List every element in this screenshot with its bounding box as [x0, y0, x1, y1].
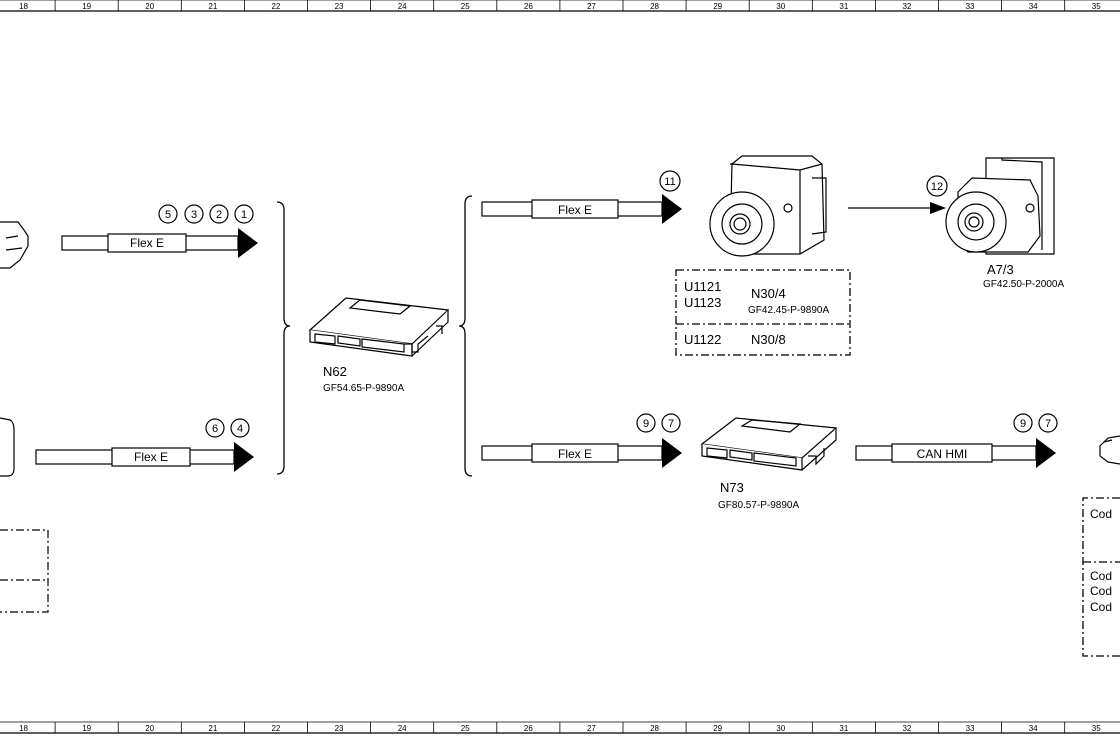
code-cod: Cod — [1090, 507, 1112, 521]
code-u1122: U1122 — [684, 332, 721, 347]
flex-e-arrow-upper-right: Flex E — [481, 194, 682, 224]
marker-2: 2 — [216, 209, 222, 221]
n62-control-unit — [308, 297, 450, 357]
marker-1: 1 — [241, 209, 247, 221]
flex-e-label: Flex E — [134, 450, 168, 464]
code-cod: Cod — [1090, 600, 1112, 614]
marker-group-can-hmi — [1013, 413, 1058, 433]
ruler-column-label: 35 — [1092, 2, 1101, 11]
flex-e-arrow-lower-right: Flex E — [481, 438, 682, 468]
connection-arrow-a7-3 — [848, 202, 946, 214]
ruler-column-label: 24 — [398, 724, 407, 733]
n30-4-component — [709, 155, 827, 257]
n73-control-unit — [700, 417, 838, 471]
marker-11: 11 — [664, 176, 675, 188]
ruler-column-label: 27 — [587, 2, 596, 11]
ruler-column-label: 34 — [1029, 2, 1038, 11]
ruler-column-label: 19 — [82, 724, 91, 733]
flex-e-label: Flex E — [558, 203, 592, 217]
ruler-column-label: 32 — [902, 724, 911, 733]
ruler-column-label: 31 — [839, 2, 848, 11]
ruler-column-label: 21 — [208, 724, 217, 733]
ruler-column-label: 27 — [587, 724, 596, 733]
n30-4-label: N30/4 — [751, 286, 786, 301]
marker-group-lower-right — [636, 413, 681, 433]
a7-3-doc-ref: GF42.50-P-2000A — [983, 279, 1064, 290]
ruler-column-label: 34 — [1029, 724, 1038, 733]
code-cod: Cod — [1090, 569, 1112, 583]
ruler-column-label: 22 — [271, 724, 280, 733]
ruler-column-label: 28 — [650, 724, 659, 733]
marker-7: 7 — [668, 418, 674, 430]
marker-12: 12 — [931, 181, 943, 193]
code-box-right — [1082, 497, 1120, 657]
n73-doc-ref: GF80.57-P-9890A — [718, 500, 799, 511]
marker-group-upper-left — [158, 204, 254, 224]
left-partial-brace — [0, 417, 15, 477]
left-partial-component — [0, 221, 29, 269]
ruler-column-label: 29 — [713, 2, 722, 11]
ruler-column-label: 19 — [82, 2, 91, 11]
ruler-column-label: 25 — [461, 2, 470, 11]
a7-3-component — [945, 157, 1055, 255]
ruler-column-label: 23 — [335, 724, 344, 733]
ruler-column-label: 26 — [524, 2, 533, 11]
ruler-column-label: 25 — [461, 724, 470, 733]
marker-3: 3 — [191, 209, 197, 221]
marker-group-lower-left — [205, 418, 250, 438]
flex-e-label: Flex E — [558, 447, 592, 461]
brace-left-group — [276, 201, 291, 475]
flex-e-label: Flex E — [130, 236, 164, 250]
n73-label: N73 — [720, 480, 744, 495]
ruler-column-label: 22 — [271, 2, 280, 11]
flex-e-arrow-lower: Flex E — [35, 442, 254, 472]
marker-4: 4 — [237, 423, 243, 435]
marker-9: 9 — [643, 418, 649, 430]
code-box-n30 — [675, 269, 851, 356]
ruler-column-label: 18 — [19, 724, 28, 733]
n30-8-label: N30/8 — [751, 332, 786, 347]
left-option-box — [0, 529, 49, 613]
ruler-column-label: 18 — [19, 2, 28, 11]
code-u1123: U1123 — [684, 295, 721, 310]
ruler-column-label: 23 — [335, 2, 344, 11]
marker-11-circle — [659, 170, 681, 192]
ruler-column-label: 20 — [145, 724, 154, 733]
can-hmi-arrow: CAN HMI — [855, 438, 1056, 468]
bottom-column-ruler: 18 19 20 21 22 23 24 25 26 27 28 29 30 31 32 33 34 35 — [0, 721, 1120, 734]
ruler-column-label: 33 — [966, 2, 975, 11]
brace-right-group — [458, 195, 473, 477]
ruler-column-label: 31 — [839, 724, 848, 733]
ruler-column-label: 26 — [524, 724, 533, 733]
n62-doc-ref: GF54.65-P-9890A — [323, 383, 404, 394]
marker-5: 5 — [165, 209, 171, 221]
can-hmi-label: CAN HMI — [917, 447, 968, 461]
marker-12-circle — [926, 175, 948, 197]
ruler-column-label: 30 — [776, 2, 785, 11]
ruler-column-label: 20 — [145, 2, 154, 11]
ruler-column-label: 21 — [208, 2, 217, 11]
top-column-ruler: 18 19 20 21 22 23 24 25 26 27 28 29 30 31 32 33 34 35 — [0, 0, 1120, 12]
code-u1121: U1121 — [684, 279, 721, 294]
code-cod: Cod — [1090, 584, 1112, 598]
flex-e-arrow-upper: Flex E — [61, 228, 258, 258]
right-partial-component — [1099, 435, 1120, 465]
ruler-column-label: 29 — [713, 724, 722, 733]
ruler-column-label: 24 — [398, 2, 407, 11]
marker-6: 6 — [212, 423, 218, 435]
ruler-column-label: 33 — [966, 724, 975, 733]
n62-label: N62 — [323, 364, 347, 379]
a7-3-label: A7/3 — [987, 262, 1014, 277]
ruler-column-label: 30 — [776, 724, 785, 733]
marker-7: 7 — [1045, 418, 1051, 430]
ruler-column-label: 28 — [650, 2, 659, 11]
n30-4-doc-ref: GF42.45-P-9890A — [748, 305, 829, 316]
marker-9: 9 — [1020, 418, 1026, 430]
ruler-column-label: 32 — [902, 2, 911, 11]
ruler-column-label: 35 — [1092, 724, 1101, 733]
